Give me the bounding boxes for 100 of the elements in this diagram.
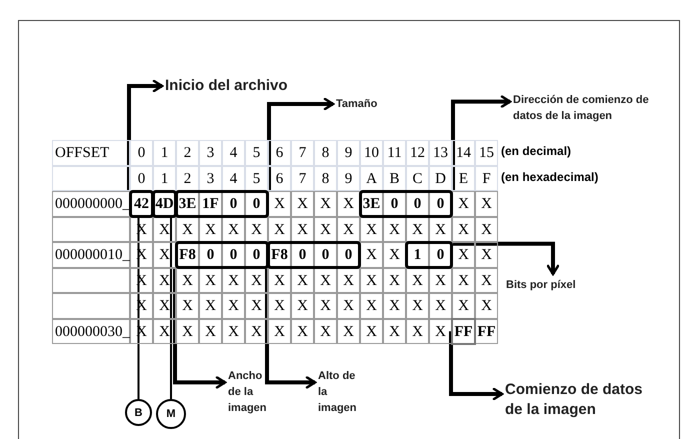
byte-value: X	[452, 293, 475, 318]
byte-value: X	[406, 216, 429, 242]
column-index: 8	[314, 140, 337, 166]
byte-value: X	[475, 242, 498, 268]
callout-label: Dirección de comienzo de datos de la imagen	[513, 92, 673, 124]
byte-value: X	[406, 293, 429, 318]
byte-value: X	[360, 293, 383, 318]
highlight-outline	[267, 241, 361, 268]
byte-value: X	[452, 242, 475, 268]
byte-value: X	[268, 216, 291, 242]
callout-label: Inicio del archivo	[165, 76, 295, 96]
byte-value: X	[475, 191, 498, 216]
leader-arrow	[265, 268, 316, 389]
column-note: (en hexadecimal)	[501, 168, 598, 184]
byte-value: X	[429, 268, 452, 293]
byte-value: X	[245, 268, 268, 293]
callout-label: Bits por píxel	[506, 277, 600, 293]
leader-arrow	[449, 331, 504, 400]
byte-value: X	[337, 191, 360, 216]
column-index: 15	[475, 140, 498, 166]
byte-value: X	[475, 293, 498, 318]
byte-value: 0	[406, 191, 429, 216]
byte-value: FF	[475, 318, 498, 344]
column-index: 3	[199, 166, 222, 191]
byte-value: X	[360, 242, 383, 268]
byte-value: X	[222, 318, 245, 344]
column-index: F	[475, 166, 498, 191]
column-index: 5	[245, 140, 268, 166]
column-index: B	[383, 166, 406, 191]
byte-value: X	[337, 293, 360, 318]
byte-value: X	[337, 268, 360, 293]
leader-arrow	[127, 80, 164, 190]
byte-value: X	[429, 318, 452, 344]
byte-value: X	[360, 268, 383, 293]
byte-value: X	[176, 216, 199, 242]
byte-value: X	[406, 268, 429, 293]
highlight-outline	[175, 190, 269, 218]
byte-value: F8	[268, 242, 291, 268]
byte-value: X	[222, 293, 245, 318]
offset-label: 000000000_	[52, 191, 130, 216]
leader-arrow	[451, 95, 512, 190]
byte-value: X	[153, 216, 176, 242]
byte-value: X	[383, 318, 406, 344]
byte-value: 0	[314, 242, 337, 268]
byte-value: X	[291, 268, 314, 293]
highlight-outline	[175, 241, 269, 268]
byte-value: X	[291, 293, 314, 318]
column-index: 9	[337, 166, 360, 191]
column-index: D	[429, 166, 452, 191]
column-index: A	[360, 166, 383, 191]
byte-value: X	[314, 268, 337, 293]
byte-value: X	[153, 268, 176, 293]
leader-line	[138, 218, 140, 399]
byte-value: X	[383, 216, 406, 242]
byte-value: X	[383, 242, 406, 268]
byte-value: X	[222, 216, 245, 242]
byte-value: X	[475, 268, 498, 293]
column-index: 7	[291, 166, 314, 191]
column-index: 11	[383, 140, 406, 166]
byte-value: 0	[383, 191, 406, 216]
byte-value: F8	[176, 242, 199, 268]
letter-circle: M	[156, 399, 186, 429]
byte-value: X	[153, 293, 176, 318]
column-index: 4	[222, 140, 245, 166]
byte-value: X	[222, 268, 245, 293]
byte-value: X	[245, 293, 268, 318]
byte-value: X	[153, 242, 176, 268]
byte-value: X	[176, 268, 199, 293]
byte-value: X	[268, 318, 291, 344]
letter-circle: B	[125, 399, 152, 426]
byte-value: X	[199, 318, 222, 344]
byte-value: X	[245, 318, 268, 344]
column-index: 2	[176, 140, 199, 166]
byte-value: X	[199, 268, 222, 293]
column-index: 1	[153, 140, 176, 166]
callout-label: Alto de la imagen	[318, 368, 358, 416]
byte-value: X	[268, 191, 291, 216]
byte-value: 0	[199, 242, 222, 268]
column-index: 6	[268, 140, 291, 166]
byte-value: X	[314, 318, 337, 344]
byte-value: X	[199, 293, 222, 318]
column-index: 5	[245, 166, 268, 191]
byte-value: X	[475, 216, 498, 242]
byte-value: X	[452, 216, 475, 242]
byte-value: X	[337, 318, 360, 344]
column-index: 9	[337, 140, 360, 166]
offset-label: OFFSET	[52, 140, 130, 166]
byte-value: X	[452, 191, 475, 216]
byte-value: X	[291, 191, 314, 216]
byte-value: 3E	[176, 191, 199, 216]
leader-arrow	[453, 242, 560, 276]
byte-value: 0	[222, 191, 245, 216]
column-index: 0	[130, 140, 153, 166]
byte-value: X	[176, 293, 199, 318]
byte-value: X	[383, 268, 406, 293]
byte-value: 0	[222, 242, 245, 268]
byte-value: X	[360, 318, 383, 344]
byte-value: X	[245, 216, 268, 242]
byte-value: X	[314, 191, 337, 216]
callout-label: Tamaño	[336, 96, 396, 112]
